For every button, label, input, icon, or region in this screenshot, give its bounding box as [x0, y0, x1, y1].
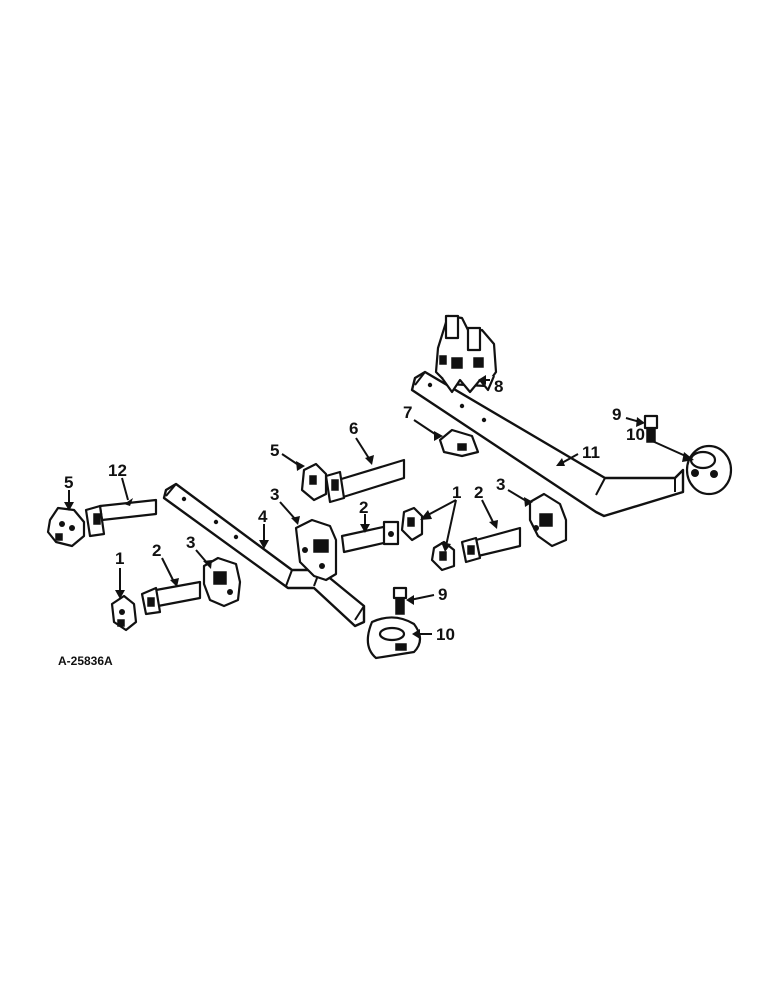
part-4-bar: [162, 482, 366, 628]
callout-8: 8: [494, 377, 503, 396]
part-5-clamp-left: [46, 506, 86, 548]
callout-9-lower: 9: [438, 585, 447, 604]
part-6-pipe: [324, 458, 406, 504]
callout-5-left: 5: [64, 473, 73, 492]
callout-6: 6: [349, 419, 358, 438]
part-9-bolt-lower: [392, 586, 408, 615]
callout-3-left: 3: [186, 533, 195, 552]
part-12-pipe: [84, 498, 158, 538]
drawing-id: A-25836A: [58, 654, 113, 668]
part-3-mount-middle: [294, 518, 338, 582]
leader-lines: [64, 375, 694, 639]
callout-10-lower: 10: [436, 625, 455, 644]
callout-5-middle: 5: [270, 441, 279, 460]
part-1-clamp-left: [110, 594, 138, 632]
part-7-clamp: [438, 428, 480, 458]
callout-10-upper: 10: [626, 425, 645, 444]
callout-4: 4: [258, 507, 268, 526]
part-10-collar-lower: [366, 616, 422, 660]
callout-2-middle: 2: [359, 498, 368, 517]
callout-1-middle: 1: [452, 483, 461, 502]
part-2-pipe-right: [460, 526, 522, 564]
callout-3-right: 3: [496, 475, 505, 494]
part-3-mount-right: [528, 492, 568, 548]
callout-labels: 12 5 1 2 3 4 3 5 6 2 1 2 3 7 8 11 9 10 9…: [64, 377, 645, 644]
part-11-bent-bar: [410, 370, 685, 518]
callout-7: 7: [403, 403, 412, 422]
callout-2-right: 2: [474, 483, 483, 502]
callout-3-middle: 3: [270, 485, 279, 504]
callout-2-left: 2: [152, 541, 161, 560]
part-10-collar-upper: [685, 444, 733, 496]
part-1-clamp-middle-b: [430, 540, 456, 572]
part-2-pipe-middle: [340, 520, 400, 554]
part-1-clamp-middle-a: [400, 506, 424, 542]
part-9-bolt-upper: [643, 414, 659, 443]
callout-9-upper: 9: [612, 405, 621, 424]
callout-11: 11: [582, 443, 600, 462]
part-2-pipe-left: [140, 580, 202, 616]
part-3-mount-left: [202, 556, 242, 608]
callout-1-left: 1: [115, 549, 124, 568]
part-5-clamp-middle: [300, 462, 328, 502]
callout-12: 12: [108, 461, 127, 480]
